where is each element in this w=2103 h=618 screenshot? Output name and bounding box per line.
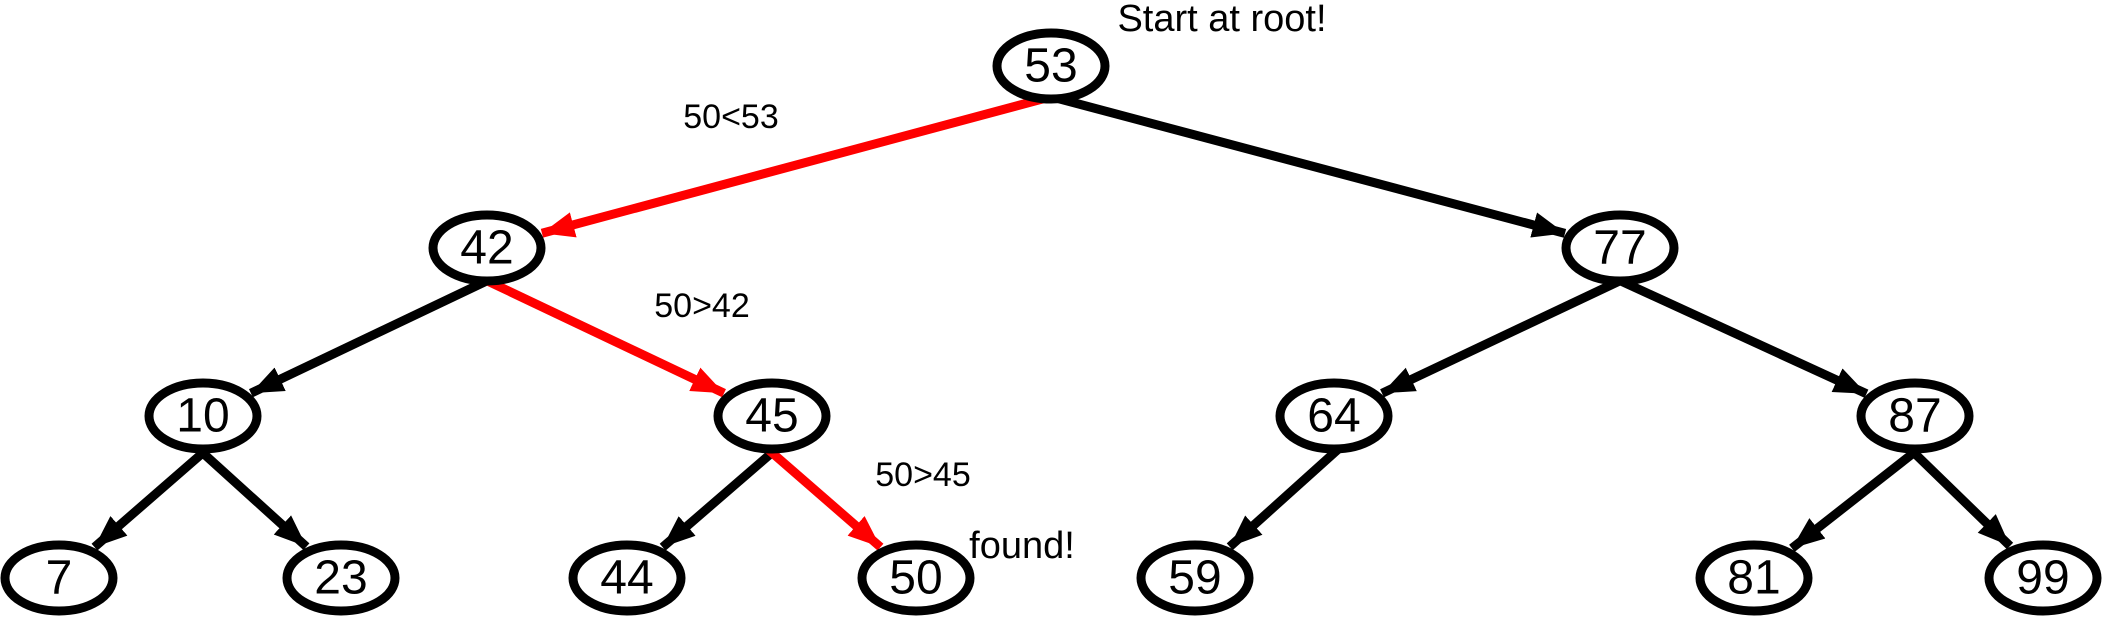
node-ellipse-23 <box>282 540 400 616</box>
annotation-found: found! <box>969 525 1075 567</box>
node-value-64: 64 <box>1307 390 1360 443</box>
node-ellipse-59 <box>1136 540 1254 616</box>
node-ellipse-64 <box>1275 378 1393 454</box>
node-value-77: 77 <box>1593 222 1646 275</box>
tree-node-45: 45 <box>713 378 831 454</box>
annotation-start-at-root: Start at root! <box>1117 0 1326 40</box>
edge-45-44 <box>659 440 785 551</box>
nodes-layer: 53 42 77 10 45 64 87 7 23 44 50 59 81 99 <box>0 28 2102 616</box>
node-value-50: 50 <box>889 552 942 605</box>
edge-45-50 <box>759 440 884 551</box>
edge-label-53-42: 50<53 <box>683 98 779 136</box>
tree-node-59: 59 <box>1136 540 1254 616</box>
node-value-23: 23 <box>314 552 367 605</box>
node-value-99: 99 <box>2016 552 2069 605</box>
tree-node-77: 77 <box>1561 210 1679 286</box>
node-ellipse-42 <box>428 210 546 286</box>
node-value-10: 10 <box>176 390 229 443</box>
edge-42-45 <box>475 271 726 398</box>
edge-87-81 <box>1789 440 1928 552</box>
labels-layer: 50<53 50>42 50>45 Start at root! found! <box>654 0 1326 567</box>
tree-node-50: 50 <box>857 540 975 616</box>
edges-layer <box>91 89 2014 552</box>
tree-node-53: 53 <box>992 28 1110 104</box>
node-ellipse-50 <box>857 540 975 616</box>
edge-53-42 <box>540 89 1063 238</box>
tree-node-10: 10 <box>144 378 262 454</box>
node-value-42: 42 <box>460 222 513 275</box>
node-ellipse-81 <box>1695 540 1813 616</box>
edge-10-23 <box>189 440 310 551</box>
node-value-59: 59 <box>1168 552 1221 605</box>
node-ellipse-45 <box>713 378 831 454</box>
edge-64-59 <box>1226 440 1348 551</box>
tree-node-7: 7 <box>0 540 118 616</box>
node-ellipse-44 <box>568 540 686 616</box>
node-ellipse-99 <box>1984 540 2102 616</box>
tree-node-81: 81 <box>1695 540 1813 616</box>
node-ellipse-10 <box>144 378 262 454</box>
node-ellipse-87 <box>1856 378 1974 454</box>
node-value-7: 7 <box>46 552 73 605</box>
tree-node-87: 87 <box>1856 378 1974 454</box>
tree-node-64: 64 <box>1275 378 1393 454</box>
node-ellipse-7 <box>0 540 118 616</box>
node-value-44: 44 <box>600 552 653 605</box>
edge-10-7 <box>91 440 216 551</box>
node-ellipse-77 <box>1561 210 1679 286</box>
tree-node-42: 42 <box>428 210 546 286</box>
tree-node-99: 99 <box>1984 540 2102 616</box>
edge-77-64 <box>1380 271 1632 398</box>
edge-77-87 <box>1608 271 1869 398</box>
edge-label-45-50: 50>45 <box>875 456 971 494</box>
node-value-81: 81 <box>1727 552 1780 605</box>
edge-87-99 <box>1901 440 2014 550</box>
edge-53-77 <box>1039 89 1567 238</box>
node-value-45: 45 <box>745 390 798 443</box>
tree-node-23: 23 <box>282 540 400 616</box>
node-value-87: 87 <box>1888 390 1941 443</box>
node-value-53: 53 <box>1024 40 1077 93</box>
node-ellipse-53 <box>992 28 1110 104</box>
edge-label-42-45: 50>42 <box>654 287 750 325</box>
tree-node-44: 44 <box>568 540 686 616</box>
edge-42-10 <box>248 271 499 398</box>
